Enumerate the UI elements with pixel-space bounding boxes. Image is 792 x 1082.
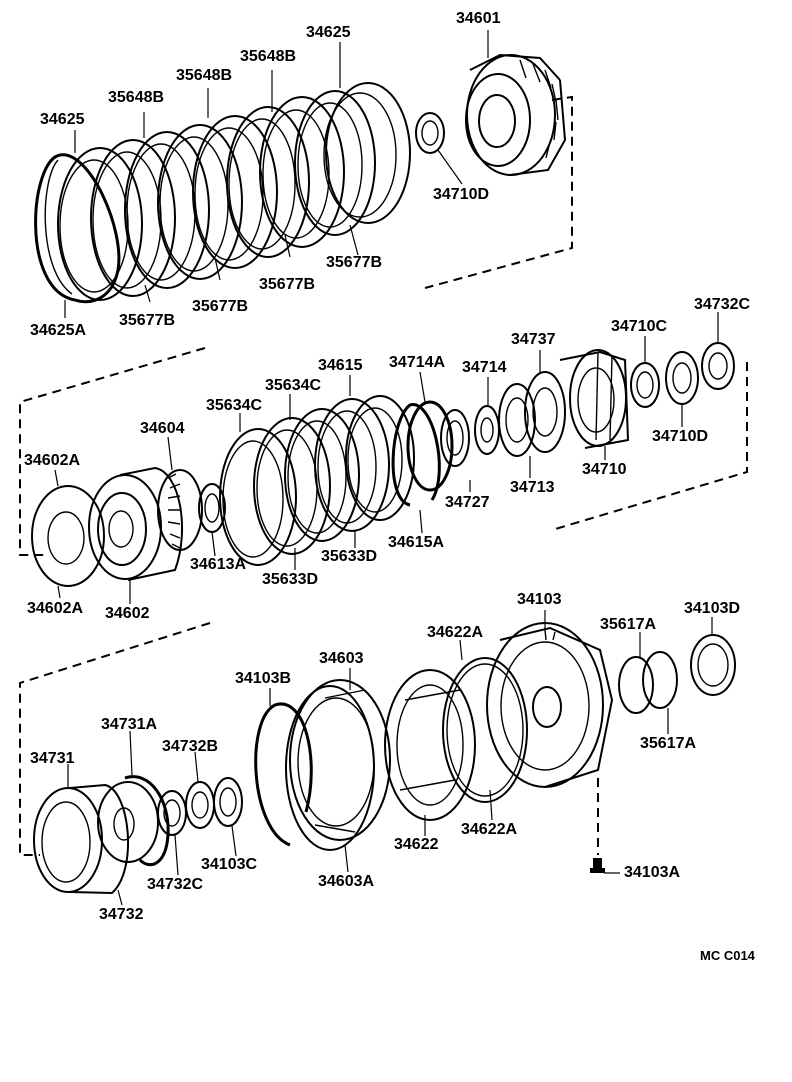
o-ring-34622A — [442, 657, 528, 803]
label-35633D-2: 35633D — [321, 548, 378, 565]
label-34731A: 34731A — [101, 716, 158, 733]
label-34732B: 34732B — [162, 738, 219, 755]
seal-34603A — [285, 685, 375, 851]
clutch-pack-upper — [34, 53, 573, 304]
ring-34615 — [345, 395, 415, 521]
snap-ring-34625A — [34, 153, 121, 304]
label-34714: 34714 — [462, 359, 507, 376]
label-34103B: 34103B — [235, 670, 292, 687]
label-34103C: 34103C — [201, 856, 258, 873]
label-35633D-1: 35633D — [262, 571, 319, 588]
washer-34710D-top — [415, 112, 445, 154]
label-35677B-4: 35677B — [326, 254, 383, 271]
ring-34625-top — [323, 82, 411, 224]
washer-34602A — [31, 485, 105, 587]
label-34602: 34602 — [105, 605, 150, 622]
ring-35617A-1 — [618, 656, 654, 714]
label-35648B-2: 35648B — [176, 67, 233, 84]
snap-ring-34615A — [391, 403, 441, 507]
disc-35633D-2 — [314, 398, 390, 532]
ring-gear-34731 — [33, 783, 130, 895]
bearing-34713 — [498, 383, 536, 457]
label-35677B-1: 35677B — [119, 312, 176, 329]
label-34714A: 34714A — [389, 354, 446, 371]
drawing-code: MC C014 — [700, 948, 755, 963]
label-34625A: 34625A — [30, 322, 87, 339]
washer-34732C-bottom — [157, 790, 187, 836]
label-35677B-2: 35677B — [192, 298, 249, 315]
label-34710D-top: 34710D — [433, 186, 490, 203]
label-34615: 34615 — [318, 357, 363, 374]
brake-drum-set — [19, 622, 736, 895]
label-34602A-top: 34602A — [24, 452, 81, 469]
ring-35617A-2 — [642, 651, 678, 709]
label-34625-left: 34625 — [40, 111, 85, 128]
carrier-34710 — [559, 349, 630, 449]
label-34622A-top: 34622A — [427, 624, 484, 641]
washer-34732C-top — [701, 342, 735, 390]
piston-34603 — [289, 679, 391, 841]
label-34710D-mid: 34710D — [652, 428, 709, 445]
washer-34103C — [213, 777, 243, 827]
hub-34732 — [97, 781, 159, 863]
piston-34622 — [384, 669, 476, 821]
label-34601: 34601 — [456, 10, 501, 27]
label-34731: 34731 — [30, 750, 75, 767]
gear-34604 — [157, 469, 203, 551]
ring-34625-left — [57, 147, 143, 301]
washer-34714 — [440, 409, 470, 467]
label-34602A-bottom: 34602A — [27, 600, 84, 617]
plate-35677B-1 — [90, 139, 176, 297]
label-34727: 34727 — [445, 494, 490, 511]
sun-gear-34737 — [524, 371, 566, 453]
label-34613A: 34613A — [190, 556, 247, 573]
bolt-34103A — [590, 858, 605, 873]
label-34103A: 34103A — [624, 864, 681, 881]
label-34737: 34737 — [511, 331, 556, 348]
leader-lines — [54, 30, 719, 906]
bearing-34727 — [474, 405, 500, 455]
label-35617A-top: 35617A — [600, 616, 657, 633]
label-34603: 34603 — [319, 650, 364, 667]
label-35617A-bottom: 35617A — [640, 735, 697, 752]
label-34732C-top: 34732C — [694, 296, 751, 313]
label-34604: 34604 — [140, 420, 185, 437]
ring-34714A — [406, 400, 454, 492]
label-34103: 34103 — [517, 591, 562, 608]
label-34710C: 34710C — [611, 318, 668, 335]
label-34622: 34622 — [394, 836, 439, 853]
label-34710: 34710 — [582, 461, 627, 478]
bearing-34710D-mid — [665, 351, 699, 405]
drum-34103 — [486, 622, 614, 788]
label-34603A: 34603A — [318, 873, 375, 890]
label-35648B-1: 35648B — [108, 89, 165, 106]
label-34732C-bottom: 34732C — [147, 876, 204, 893]
planetary-set — [19, 342, 748, 587]
label-34625-top: 34625 — [306, 24, 351, 41]
label-35648B-3: 35648B — [240, 48, 297, 65]
washer-34710C — [630, 362, 660, 408]
label-34732: 34732 — [99, 906, 144, 923]
snap-ring-34103B — [254, 702, 313, 847]
plate-35634C-2 — [284, 408, 360, 542]
washer-34103D — [690, 634, 736, 696]
plate-35634C-1 — [219, 428, 297, 566]
label-35677B-3: 35677B — [259, 276, 316, 293]
label-35634C-1: 35634C — [206, 397, 263, 414]
label-34622A-bottom: 34622A — [461, 821, 518, 838]
label-34713: 34713 — [510, 479, 555, 496]
label-34615A: 34615A — [388, 534, 445, 551]
label-35634C-2: 35634C — [265, 377, 322, 394]
bearing-34732B — [185, 781, 215, 829]
label-34103D: 34103D — [684, 600, 741, 617]
drum-34601 — [465, 53, 567, 176]
